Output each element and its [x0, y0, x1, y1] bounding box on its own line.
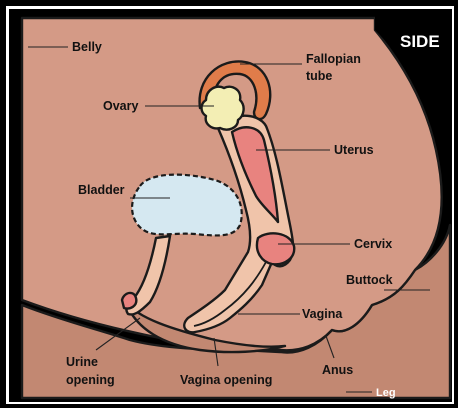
label-fallopian-tube-1: Fallopian: [306, 52, 361, 66]
label-belly: Belly: [72, 40, 102, 54]
label-ovary: Ovary: [103, 99, 138, 113]
bladder: [132, 175, 242, 236]
label-anus: Anus: [322, 363, 353, 377]
label-cervix: Cervix: [354, 237, 392, 251]
view-label: SIDE: [400, 32, 440, 51]
label-uterus: Uterus: [334, 143, 374, 157]
label-leg: Leg: [376, 387, 396, 399]
labia-fold: [122, 293, 136, 309]
label-buttock: Buttock: [346, 273, 393, 287]
cervix: [257, 233, 294, 264]
label-vagina: Vagina: [302, 307, 343, 321]
label-fallopian-tube-2: tube: [306, 69, 332, 83]
label-urine-opening-1: Urine: [66, 355, 98, 369]
ovary: [202, 87, 244, 130]
label-bladder: Bladder: [78, 183, 125, 197]
label-vagina-opening: Vagina opening: [180, 373, 272, 387]
label-urine-opening-2: opening: [66, 373, 115, 387]
